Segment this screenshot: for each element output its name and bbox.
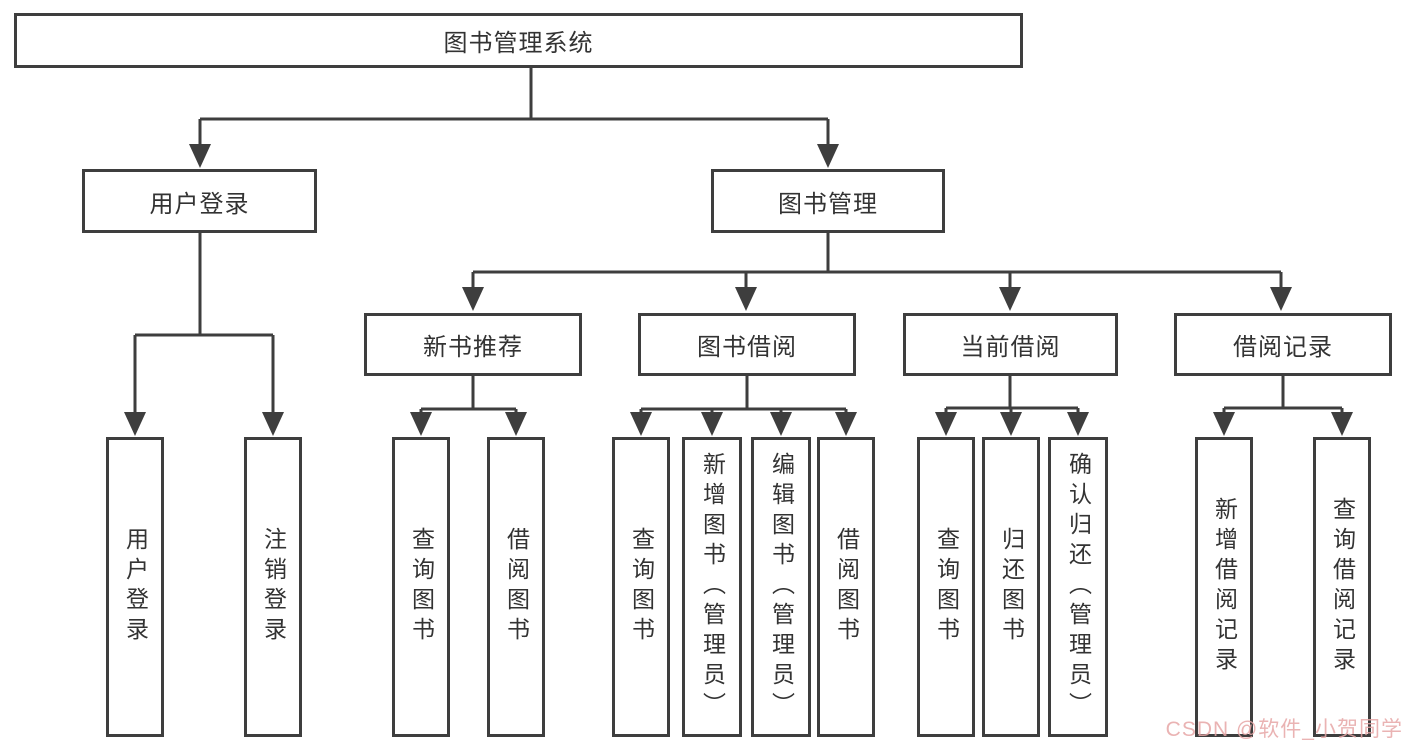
node-leaf-query-books-current-label: 查询图书 xyxy=(933,527,960,647)
node-book-management: 图书管理 xyxy=(711,169,945,233)
node-leaf-edit-book-admin: 编辑图书（管理员） xyxy=(751,437,811,737)
node-current-borrowing: 当前借阅 xyxy=(903,313,1118,376)
node-leaf-query-books-current: 查询图书 xyxy=(917,437,975,737)
node-leaf-add-book-admin-label: 新增图书（管理员） xyxy=(699,452,726,722)
node-leaf-user-login: 用户登录 xyxy=(106,437,164,737)
node-borrowing-records-label: 借阅记录 xyxy=(1233,334,1333,361)
node-leaf-confirm-return-admin-label: 确认归还（管理员） xyxy=(1065,452,1092,722)
node-user-login-label: 用户登录 xyxy=(149,190,250,218)
node-borrowing-records: 借阅记录 xyxy=(1174,313,1392,376)
node-leaf-query-borrow-record: 查询借阅记录 xyxy=(1313,437,1371,737)
node-leaf-return-books-label: 归还图书 xyxy=(998,527,1025,647)
node-leaf-query-books-borrowing-label: 查询图书 xyxy=(628,527,655,647)
node-book-borrowing: 图书借阅 xyxy=(638,313,856,376)
node-book-management-label: 图书管理 xyxy=(778,190,878,218)
node-leaf-logout-label: 注销登录 xyxy=(260,527,287,647)
node-leaf-query-books-borrowing: 查询图书 xyxy=(612,437,670,737)
node-leaf-user-login-label: 用户登录 xyxy=(122,527,149,647)
node-leaf-query-books-recommend: 查询图书 xyxy=(392,437,450,737)
node-leaf-borrow-books-label: 借阅图书 xyxy=(833,527,860,647)
node-new-book-recommendation: 新书推荐 xyxy=(364,313,582,376)
node-root-label: 图书管理系统 xyxy=(443,30,594,57)
node-leaf-borrow-books-recommend: 借阅图书 xyxy=(487,437,545,737)
node-leaf-add-borrow-record-label: 新增借阅记录 xyxy=(1211,497,1238,677)
node-leaf-edit-book-admin-label: 编辑图书（管理员） xyxy=(768,452,795,722)
node-root: 图书管理系统 xyxy=(14,13,1023,68)
node-leaf-logout: 注销登录 xyxy=(244,437,302,737)
node-current-borrowing-label: 当前借阅 xyxy=(960,334,1061,361)
node-book-borrowing-label: 图书借阅 xyxy=(697,334,797,361)
node-leaf-query-borrow-record-label: 查询借阅记录 xyxy=(1329,497,1356,677)
node-leaf-add-borrow-record: 新增借阅记录 xyxy=(1195,437,1253,737)
arrowheads xyxy=(124,144,1353,436)
node-user-login: 用户登录 xyxy=(82,169,317,233)
node-leaf-return-books: 归还图书 xyxy=(982,437,1040,737)
node-leaf-borrow-books: 借阅图书 xyxy=(817,437,875,737)
node-leaf-query-books-recommend-label: 查询图书 xyxy=(408,527,435,647)
node-leaf-borrow-books-recommend-label: 借阅图书 xyxy=(503,527,530,647)
node-leaf-confirm-return-admin: 确认归还（管理员） xyxy=(1048,437,1108,737)
node-new-book-recommendation-label: 新书推荐 xyxy=(423,334,523,361)
csdn-watermark: CSDN @软件_小贺同学 xyxy=(1165,718,1403,741)
node-leaf-add-book-admin: 新增图书（管理员） xyxy=(682,437,742,737)
